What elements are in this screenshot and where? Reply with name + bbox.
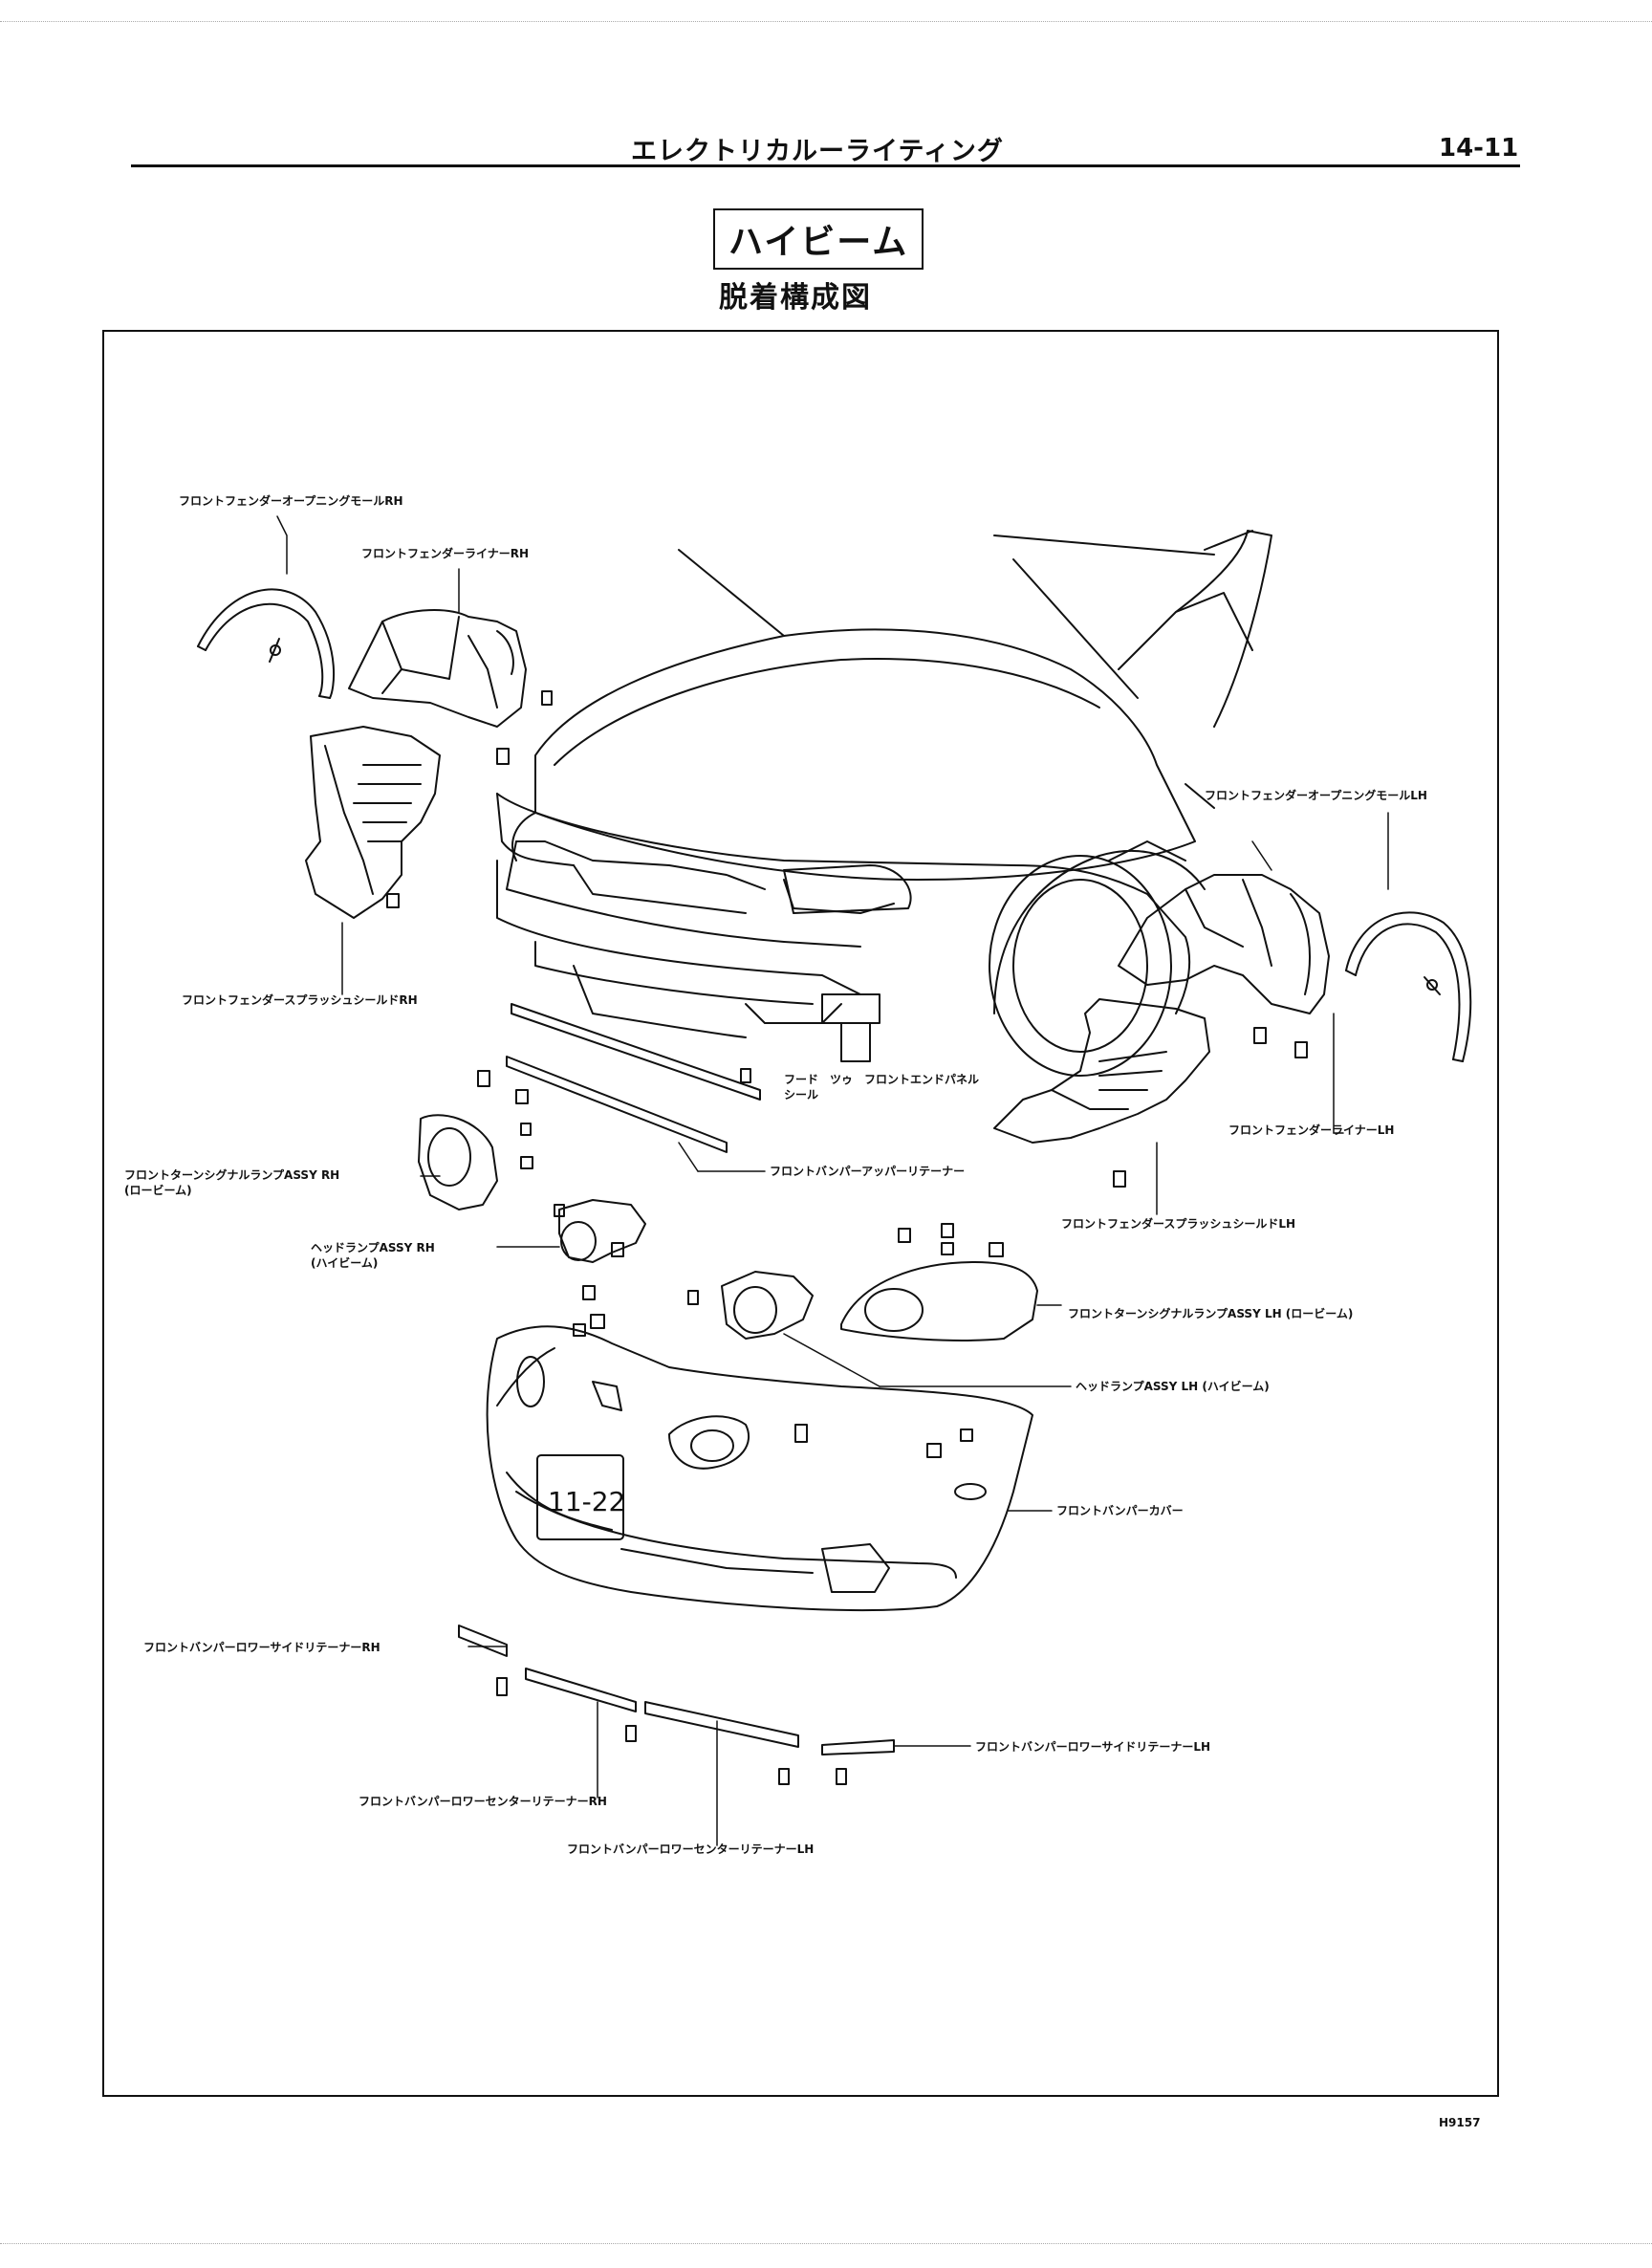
page-number: 14-11 xyxy=(1439,134,1519,163)
label-turn-signal-rh-line2: (ロービーム) xyxy=(124,1184,192,1197)
label-bumper-cover: フロントバンパーカバー xyxy=(1056,1504,1184,1517)
section-title: ハイビーム xyxy=(713,208,924,270)
label-fender-liner-rh: フロントフェンダーライナーRH xyxy=(361,547,530,560)
label-splash-shield-lh: フロントフェンダースプラッシュシールドLH xyxy=(1061,1217,1296,1231)
turn-signal-rh xyxy=(418,1070,533,1210)
bumper-cover xyxy=(486,1325,1053,1612)
splash-shield-lh xyxy=(993,998,1210,1215)
header-rule xyxy=(131,164,1520,167)
splash-shield-rh xyxy=(305,726,441,995)
label-lower-center-retainer-rh: フロントバンパーロワーセンターリテーナーRH xyxy=(359,1795,607,1808)
chapter-title: エレクトリカルーライティング xyxy=(631,137,1004,166)
car-body xyxy=(496,530,1272,1077)
fender-molding-lh xyxy=(1345,812,1472,1062)
figure-code: H9157 xyxy=(1439,2116,1481,2129)
lower-retainers xyxy=(458,1625,971,1846)
scan-noise-top xyxy=(0,21,1652,22)
scan-noise-bottom xyxy=(0,2243,1652,2244)
turn-signal-lh xyxy=(840,1223,1062,1341)
label-headlamp-rh-line2: (ハイビーム) xyxy=(311,1256,379,1270)
headlamp-lh xyxy=(687,1271,1072,1387)
label-hood-seal-line1: フード ツゥ フロントエンドパネル xyxy=(784,1073,980,1086)
label-lower-center-retainer-lh: フロントバンパーロワーセンターリテーナーLH xyxy=(567,1843,815,1856)
label-bumper-upper-retainer: フロントバンパーアッパーリテーナー xyxy=(770,1165,966,1178)
label-fender-molding-rh: フロントフェンダーオープニングモールRH xyxy=(179,494,403,508)
label-fender-molding-lh: フロントフェンダーオープニングモールLH xyxy=(1205,789,1427,802)
section-subtitle: 脱着構成図 xyxy=(719,281,872,315)
label-lower-side-retainer-rh: フロントバンパーロワーサイドリテーナーRH xyxy=(143,1641,380,1654)
fender-liner-lh xyxy=(1118,840,1344,1134)
license-plate-text: 11-22 xyxy=(548,1486,626,1517)
label-turn-signal-rh-line1: フロントターンシグナルランプASSY RH xyxy=(124,1168,340,1182)
label-turn-signal-lh: フロントターンシグナルランプASSY LH (ロービーム) xyxy=(1068,1307,1354,1320)
label-headlamp-lh: ヘッドランプASSY LH (ハイビーム) xyxy=(1076,1380,1270,1393)
fender-liner-rh xyxy=(348,568,553,765)
label-lower-side-retainer-lh: フロントバンパーロワーサイドリテーナーLH xyxy=(975,1740,1211,1754)
seal-and-upper-retainer xyxy=(506,1003,766,1172)
label-splash-shield-rh: フロントフェンダースプラッシュシールドRH xyxy=(182,993,418,1007)
label-headlamp-rh-line1: ヘッドランプASSY RH xyxy=(311,1241,435,1254)
fender-molding-rh xyxy=(197,515,336,699)
figure-frame xyxy=(102,330,1499,2097)
label-fender-liner-lh: フロントフェンダーライナーLH xyxy=(1228,1123,1395,1137)
label-hood-seal-line2: シール xyxy=(784,1088,819,1101)
headlamp-rh xyxy=(496,1199,646,1337)
